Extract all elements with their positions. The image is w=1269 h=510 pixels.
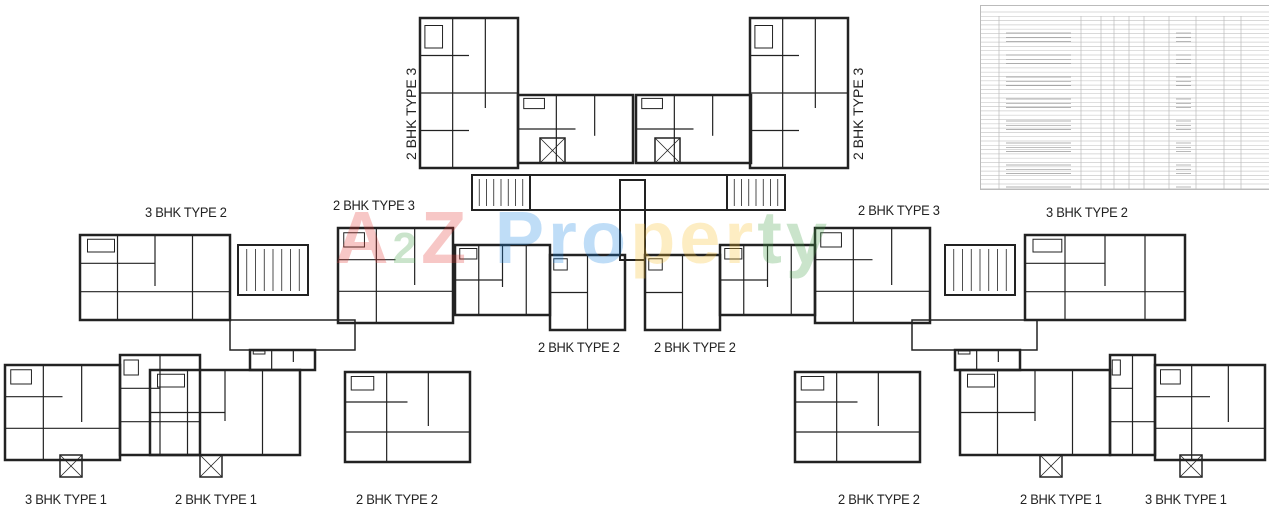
bath bbox=[523, 97, 545, 110]
duct bbox=[539, 137, 566, 164]
bath bbox=[957, 350, 971, 355]
unit-label: 2 BHK TYPE 2 bbox=[356, 491, 438, 507]
duct-cross bbox=[539, 137, 566, 164]
bath bbox=[157, 373, 185, 388]
bath bbox=[820, 232, 842, 248]
duct bbox=[654, 137, 681, 164]
unit-label: 2 BHK TYPE 1 bbox=[175, 491, 257, 507]
bath bbox=[1111, 359, 1121, 376]
unit-label: 2 BHK TYPE 2 bbox=[838, 491, 920, 507]
watermark-part: ty bbox=[757, 196, 832, 279]
bath bbox=[343, 232, 365, 248]
unit-outline bbox=[1153, 363, 1267, 462]
watermark-logo: A2Z Property bbox=[335, 195, 831, 280]
bath bbox=[1160, 369, 1181, 385]
unit-outline bbox=[953, 348, 1022, 372]
watermark-part: per bbox=[630, 196, 758, 279]
staircase bbox=[944, 244, 1016, 296]
unit-label: 3 BHK TYPE 2 bbox=[145, 204, 227, 220]
unit-outline bbox=[793, 370, 922, 464]
duct bbox=[59, 454, 83, 478]
duct bbox=[199, 454, 223, 478]
bath bbox=[648, 258, 663, 271]
lobby bbox=[911, 319, 1038, 351]
duct-cross bbox=[59, 454, 83, 478]
bath bbox=[754, 25, 774, 49]
unit-outline bbox=[813, 226, 932, 325]
unit-outline bbox=[3, 363, 122, 462]
unit-label: 2 BHK TYPE 2 bbox=[654, 339, 736, 355]
watermark-part: A bbox=[335, 196, 393, 279]
bath bbox=[967, 373, 995, 388]
lobby bbox=[529, 174, 728, 211]
bath bbox=[424, 25, 444, 49]
watermark-part: Pro bbox=[470, 196, 631, 279]
unit-label: 2 BHK TYPE 1 bbox=[1020, 491, 1102, 507]
bath bbox=[123, 359, 139, 376]
lobby bbox=[229, 319, 356, 351]
unit-label: 2 BHK TYPE 2 bbox=[538, 339, 620, 355]
watermark-part: 2 bbox=[392, 224, 421, 273]
bath bbox=[252, 350, 266, 355]
duct-cross bbox=[1179, 454, 1203, 478]
bath bbox=[553, 258, 568, 271]
unit-label: 2 BHK TYPE 3 bbox=[403, 67, 419, 160]
duct-cross bbox=[1039, 454, 1063, 478]
bath bbox=[350, 376, 375, 391]
unit-label: 3 BHK TYPE 1 bbox=[25, 491, 107, 507]
lift-core bbox=[619, 179, 646, 261]
unit-label: 2 BHK TYPE 3 bbox=[333, 197, 415, 213]
area-statement-table bbox=[980, 5, 1269, 190]
bath bbox=[1032, 238, 1063, 253]
bath bbox=[87, 238, 115, 253]
bath bbox=[641, 97, 663, 110]
duct-cross bbox=[654, 137, 681, 164]
bath bbox=[800, 376, 825, 391]
unit-outline bbox=[336, 226, 455, 325]
unit-label: 2 BHK TYPE 3 bbox=[850, 67, 866, 160]
bath bbox=[724, 248, 743, 260]
duct bbox=[1179, 454, 1203, 478]
duct-cross bbox=[199, 454, 223, 478]
staircase bbox=[237, 244, 309, 296]
unit-outline bbox=[248, 348, 317, 372]
watermark-part: Z bbox=[420, 196, 471, 279]
unit-label: 2 BHK TYPE 3 bbox=[858, 202, 940, 218]
bath bbox=[459, 248, 478, 260]
unit-label: 3 BHK TYPE 2 bbox=[1046, 204, 1128, 220]
bath bbox=[10, 369, 32, 385]
unit-outline bbox=[343, 370, 472, 464]
unit-label: 3 BHK TYPE 1 bbox=[1145, 491, 1227, 507]
duct bbox=[1039, 454, 1063, 478]
